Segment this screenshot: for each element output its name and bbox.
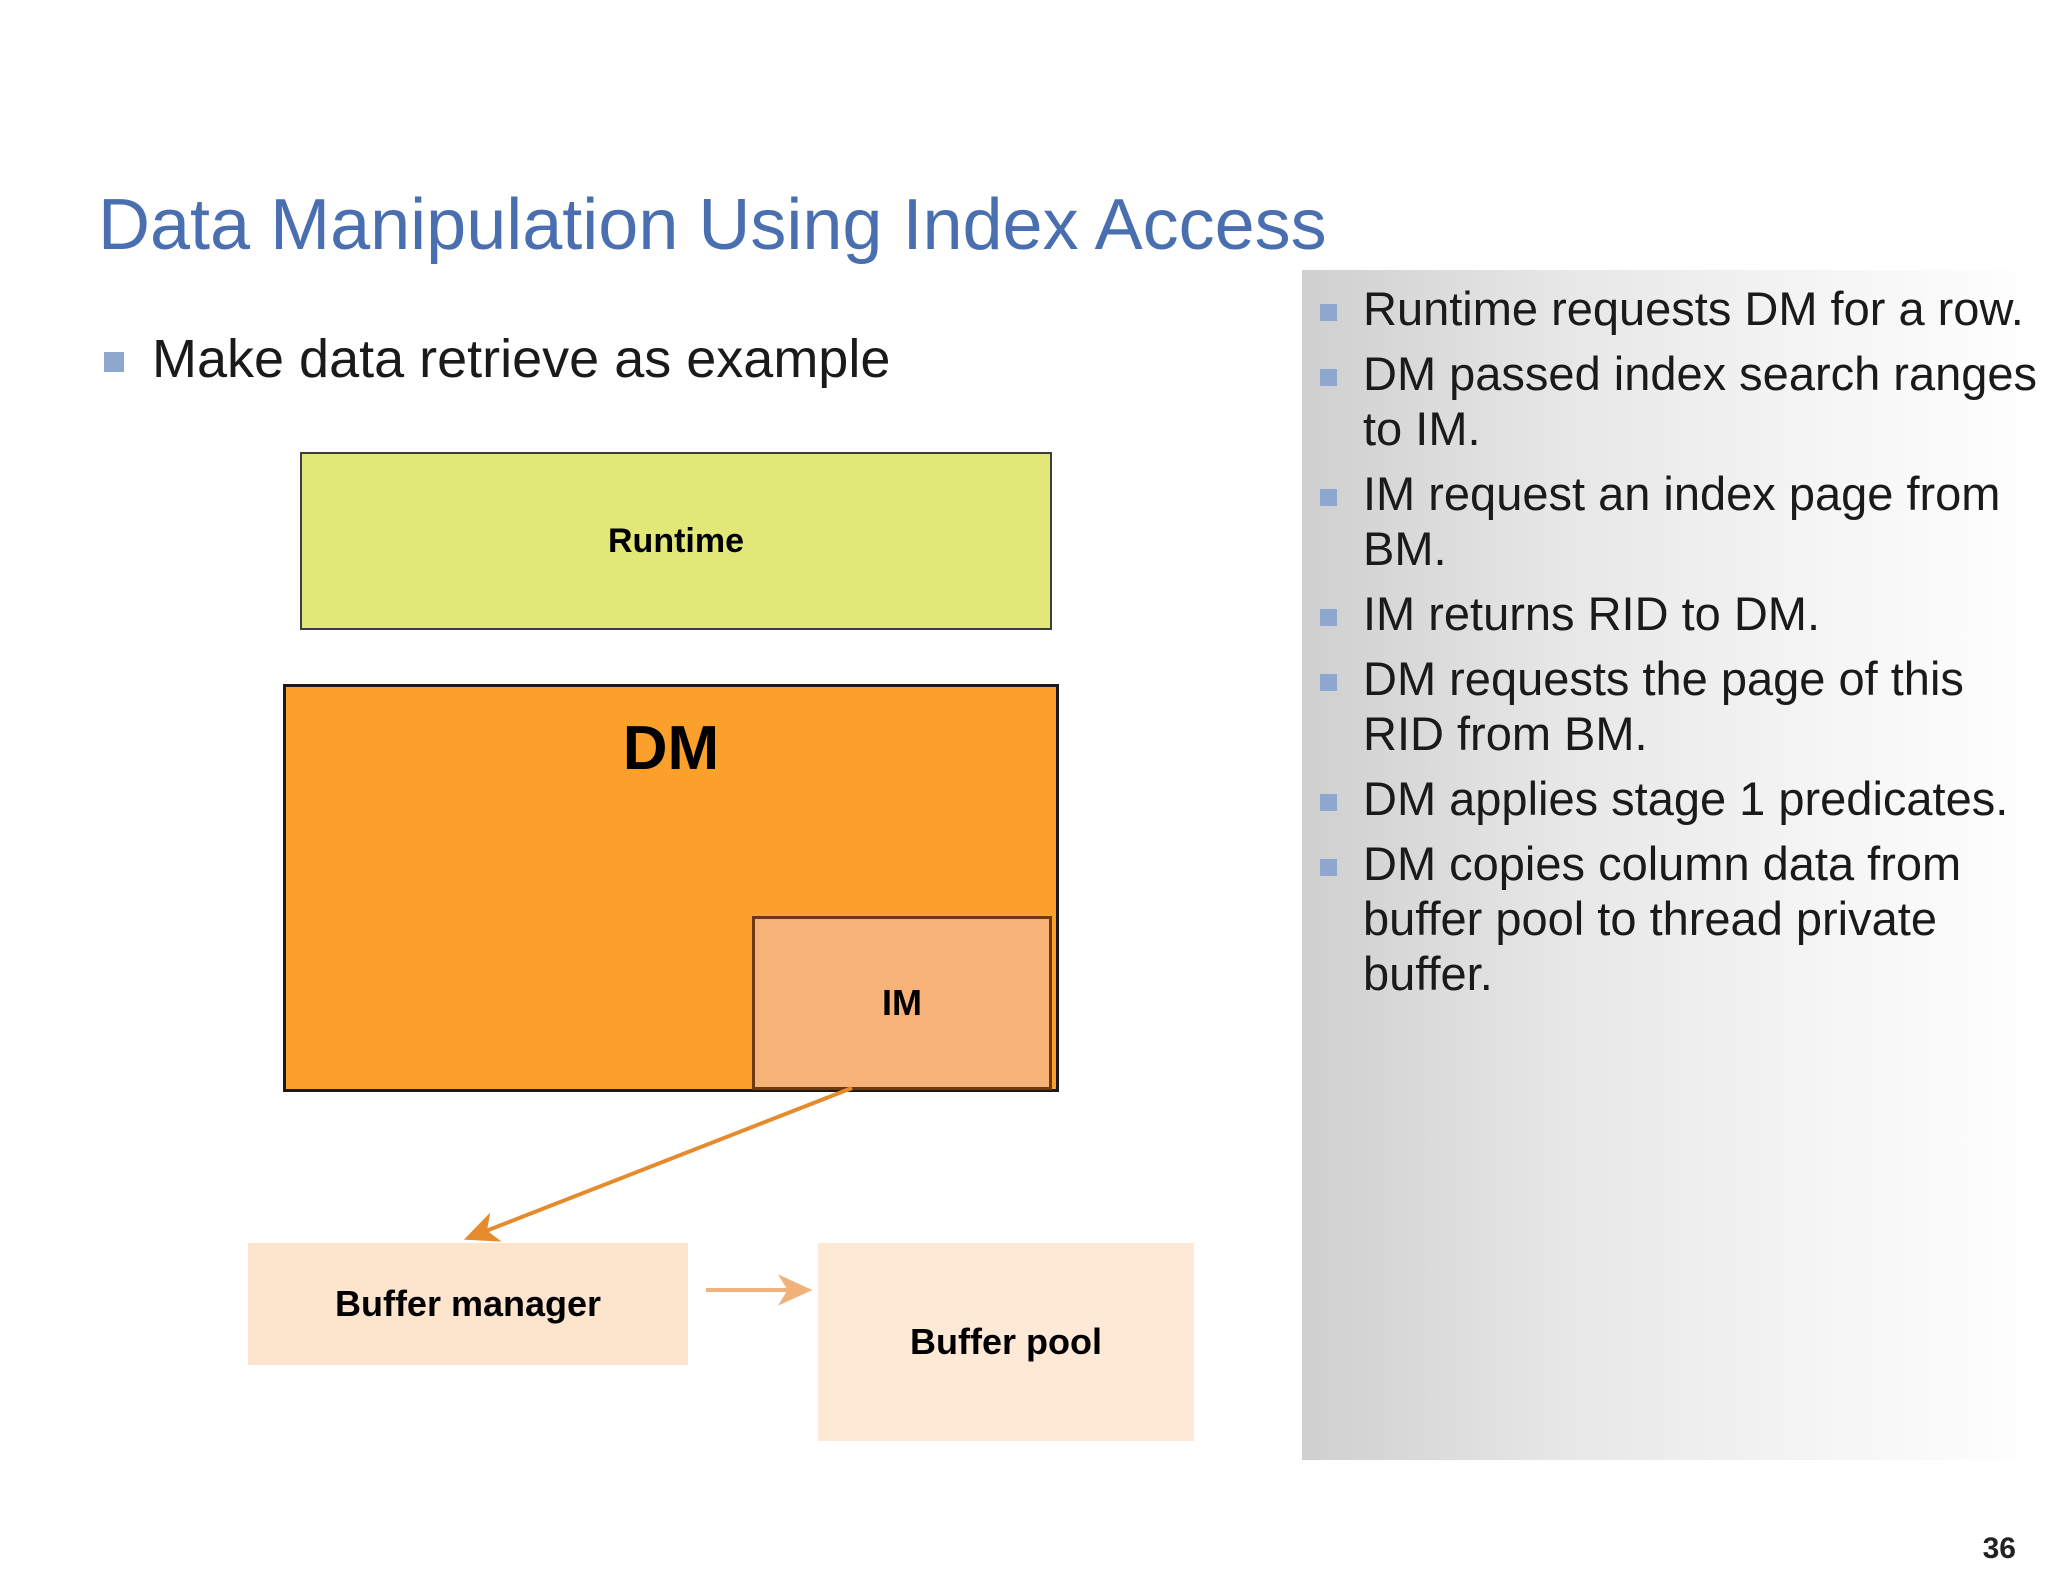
diagram-box-dm-label: DM	[622, 714, 720, 783]
list-item-label: Runtime requests DM for a row.	[1363, 282, 2024, 335]
list-item: DM applies stage 1 predicates.	[1320, 772, 2048, 827]
list-item: DM copies column data from buffer pool t…	[1320, 837, 2048, 1002]
list-item-label: DM requests the page of this RID from BM…	[1363, 651, 1964, 760]
diagram-box-buffer-manager-label: Buffer manager	[334, 1283, 602, 1324]
left-bullet: Make data retrieve as example	[104, 329, 1284, 389]
bullet-marker-icon	[104, 352, 124, 372]
bullet-marker-icon	[1320, 488, 1337, 506]
list-item-label: IM returns RID to DM.	[1363, 586, 1821, 640]
list-item: DM passed index search ranges to IM.	[1320, 347, 2048, 457]
arrow-im-to-buffer-manager-icon	[463, 1086, 853, 1242]
list-item-label: DM copies column data from buffer pool t…	[1363, 836, 1962, 1000]
diagram-box-im-label: IM	[882, 982, 922, 1023]
list-item-label: DM applies stage 1 predicates.	[1363, 771, 2009, 825]
bullet-marker-icon	[1320, 304, 1337, 321]
list-item: IM returns RID to DM.	[1320, 587, 2048, 642]
bullet-marker-icon	[1320, 673, 1337, 691]
bullet-marker-icon	[1320, 608, 1337, 626]
page-number: 36	[1982, 1532, 2016, 1565]
diagram-box-im: IM	[752, 916, 1052, 1090]
left-bullet-label: Make data retrieve as example	[152, 329, 891, 389]
diagram-box-buffer-manager: Buffer manager	[248, 1243, 688, 1365]
bullet-marker-icon	[1320, 793, 1337, 811]
diagram-box-runtime-label: Runtime	[608, 521, 744, 560]
list-item-label: DM passed index search ranges to IM.	[1363, 346, 2038, 455]
bullet-marker-icon	[1320, 368, 1337, 386]
diagram-box-buffer-pool: Buffer pool	[818, 1243, 1194, 1441]
list-item: DM requests the page of this RID from BM…	[1320, 652, 2048, 762]
diagram-box-runtime: Runtime	[300, 452, 1052, 630]
list-item: IM request an index page from BM.	[1320, 467, 2048, 577]
list-item-label: IM request an index page from BM.	[1363, 466, 2001, 575]
diagram-box-buffer-pool-label: Buffer pool	[910, 1321, 1102, 1362]
page-title: Data Manipulation Using Index Access	[98, 185, 1327, 266]
right-bullet-list: Runtime requests DM for a row. DM passed…	[1320, 282, 2048, 1012]
bullet-marker-icon	[1320, 858, 1337, 876]
arrow-buffer-manager-to-buffer-pool-icon	[706, 1274, 813, 1306]
list-item: Runtime requests DM for a row.	[1320, 282, 2048, 337]
right-panel-background	[1302, 270, 2048, 1460]
